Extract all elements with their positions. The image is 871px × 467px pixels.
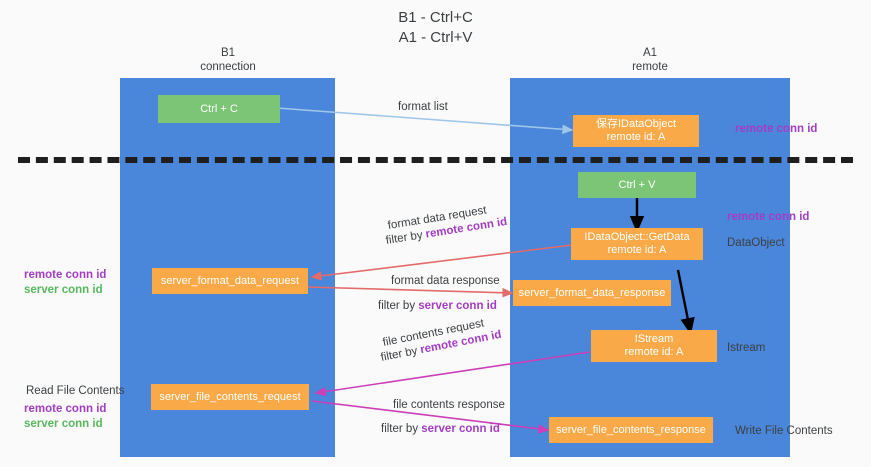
- annotation-left-remote-conn-id: remote conn id: [24, 269, 107, 281]
- node-server-format-data-response[interactable]: server_format_data_response: [513, 280, 671, 306]
- title-line-2: A1 - Ctrl+V: [398, 29, 473, 46]
- column-header-b1-sub: connection: [200, 61, 256, 73]
- node-save-idataobject[interactable]: 保存IDataObject remote id: A: [573, 115, 699, 147]
- edge-label-format-list-text: format list: [398, 101, 448, 113]
- node-ctrl-c[interactable]: Ctrl + C: [158, 95, 280, 123]
- phase-separator-divider: [18, 157, 853, 163]
- column-header-b1: B1 connection: [118, 46, 338, 74]
- edge-label-format-data-response: format data response: [391, 274, 500, 289]
- annotation-text: remote conn id: [727, 211, 810, 223]
- column-header-b1-name: B1: [220, 47, 236, 59]
- node-server-format-data-request-label: server_format_data_request: [160, 274, 300, 287]
- node-idataobject-getdata-line2: remote id: A: [607, 244, 667, 256]
- annotation-text: Write File Contents: [735, 425, 833, 437]
- annotation-left-read-server-conn-id: server conn id: [24, 418, 103, 430]
- node-istream-line1: IStream: [634, 333, 674, 345]
- node-ctrl-v[interactable]: Ctrl + V: [578, 172, 696, 198]
- node-server-format-data-request[interactable]: server_format_data_request: [152, 268, 308, 294]
- edge-label-format-list: format list: [398, 100, 448, 115]
- filter-prefix: filter by: [381, 423, 422, 435]
- annotation-right-mid-remote-conn-id: remote conn id: [727, 210, 809, 225]
- node-save-idataobject-line1: 保存IDataObject: [595, 118, 677, 130]
- edge-label-file-contents-response: file contents response: [393, 398, 505, 413]
- annotation-left-read-file-contents: Read File Contents: [26, 385, 125, 397]
- annotation-text: DataObject: [727, 237, 785, 249]
- annotation-right-write-file-contents: Write File Contents: [735, 424, 833, 439]
- annotation-right-istream: Istream: [727, 341, 765, 356]
- annotation-left-server-conn-id: server conn id: [24, 284, 103, 296]
- edge-label-format-data-response-filter: filter by server conn id: [378, 299, 497, 314]
- node-server-file-contents-response-label: server_file_contents_response: [556, 423, 706, 436]
- title-line-1: B1 - Ctrl+C: [398, 9, 473, 26]
- node-istream[interactable]: IStream remote id: A: [591, 330, 717, 362]
- filter-key-server-conn-id: server conn id: [418, 300, 497, 312]
- edge-label-format-data-response-text: format data response: [391, 275, 500, 287]
- annotation-right-top-remote-conn-id: remote conn id: [735, 122, 817, 137]
- node-save-idataobject-line2: remote id: A: [606, 131, 666, 143]
- node-server-file-contents-response[interactable]: server_file_contents_response: [549, 417, 713, 443]
- node-ctrl-c-label: Ctrl + C: [200, 102, 238, 115]
- page-title: B1 - Ctrl+C A1 - Ctrl+V: [0, 8, 871, 48]
- annotation-left-read-conn-ids: remote conn id server conn id: [24, 402, 106, 432]
- column-header-a1-sub: remote: [632, 61, 668, 73]
- edge-label-file-contents-response-filter: filter by server conn id: [381, 422, 500, 437]
- annotation-text: remote conn id: [735, 123, 818, 135]
- annotation-left-conn-ids: remote conn id server conn id: [24, 268, 106, 298]
- node-idataobject-getdata[interactable]: IDataObject::GetData remote id: A: [571, 228, 703, 260]
- edge-label-file-contents-response-text: file contents response: [393, 399, 505, 411]
- annotation-left-read-remote-conn-id: remote conn id: [24, 403, 107, 415]
- node-server-format-data-response-label: server_format_data_response: [518, 286, 666, 299]
- node-server-file-contents-request[interactable]: server_file_contents_request: [151, 384, 309, 410]
- annotation-text: Istream: [727, 342, 766, 354]
- column-header-a1: A1 remote: [540, 46, 760, 74]
- annotation-right-dataobject: DataObject: [727, 236, 785, 251]
- node-ctrl-v-label: Ctrl + V: [618, 178, 656, 191]
- filter-key-server-conn-id: server conn id: [421, 423, 500, 435]
- column-header-a1-name: A1: [642, 47, 658, 59]
- node-idataobject-getdata-line1: IDataObject::GetData: [584, 231, 690, 243]
- node-server-file-contents-request-label: server_file_contents_request: [159, 390, 301, 403]
- node-istream-line2: remote id: A: [624, 346, 684, 358]
- annotation-left-read-file-contents-group: Read File Contents: [26, 384, 124, 399]
- filter-prefix: filter by: [378, 300, 419, 312]
